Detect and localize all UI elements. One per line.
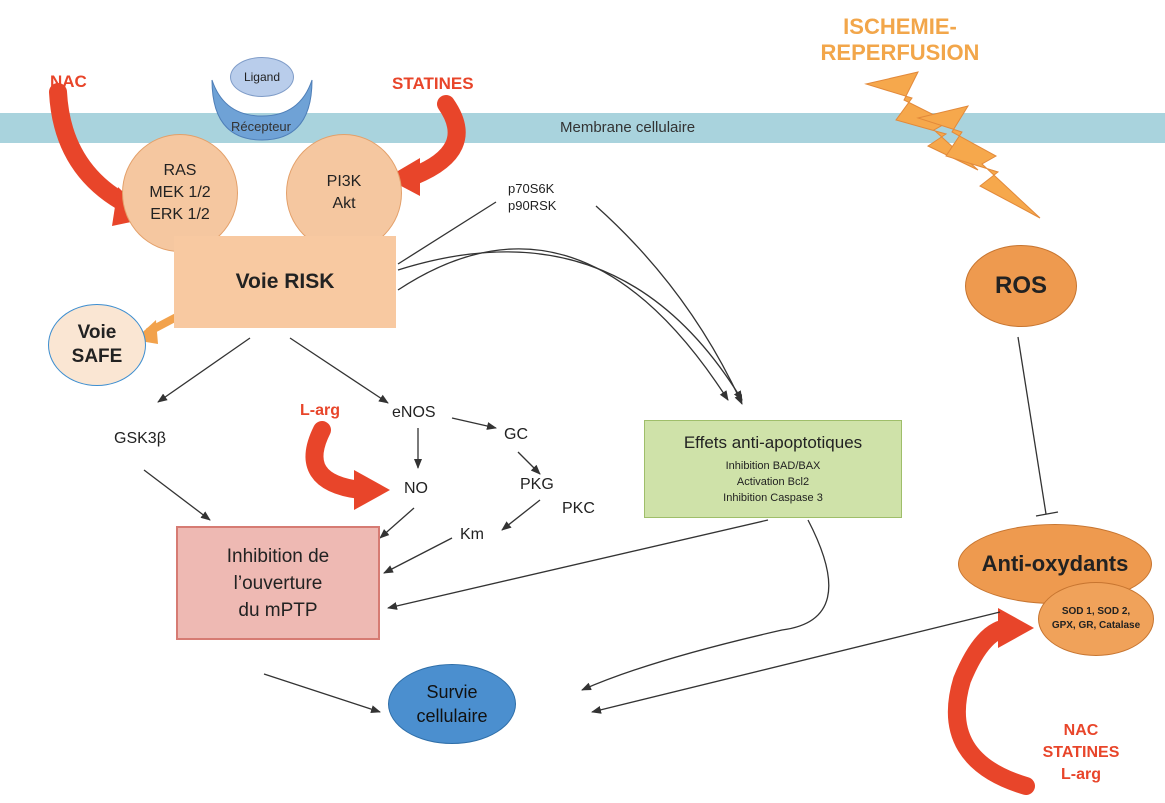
kinases-label: p70S6K p90RSK <box>508 180 556 214</box>
effets-line3: Inhibition Caspase 3 <box>723 491 823 504</box>
mptp-to-survie <box>263 673 381 713</box>
receptor-shape <box>211 79 313 141</box>
km-label: Km <box>460 526 484 543</box>
effets-line1: Inhibition BAD/BAX <box>725 459 821 472</box>
ischemie-line1: ISCHEMIE- <box>843 14 957 39</box>
risk-to-kinases <box>397 201 497 265</box>
effets-to-mptp <box>387 519 769 610</box>
survie-line2: cellulaire <box>416 706 488 726</box>
bottom-larg: L-arg <box>1061 766 1101 783</box>
ischemie-reperfusion-title: ISCHEMIE- REPERFUSION <box>810 14 990 66</box>
km-to-mptp <box>383 537 453 574</box>
voie-risk-label: Voie RISK <box>235 270 335 293</box>
pi3k-label: PI3K <box>326 173 362 190</box>
bottom-red-arrowhead <box>998 608 1034 648</box>
anti-oxydants-label: Anti-oxydants <box>981 551 1129 576</box>
ros-ellipse: ROS <box>965 245 1077 327</box>
enzymes-ellipse: SOD 1, SOD 2, GPX, GR, Catalase <box>1038 582 1154 656</box>
gc-to-pkg <box>517 451 541 475</box>
ligand-label: Ligand <box>243 70 281 84</box>
kinases-to-effets <box>595 205 743 405</box>
mek-label: MEK 1/2 <box>149 184 211 201</box>
pi3k-akt-circle: PI3K Akt <box>286 134 402 252</box>
ros-label: ROS <box>994 272 1047 299</box>
survie-cellulaire-ellipse: Survie cellulaire <box>388 664 516 744</box>
risk-to-effets-1 <box>397 251 743 401</box>
effets-line2: Activation Bcl2 <box>736 475 810 488</box>
enzymes-line1: SOD 1, SOD 2, <box>1061 606 1131 617</box>
larg-red-arrowhead <box>354 470 390 510</box>
statines-red-arrowhead <box>386 158 420 196</box>
no-label: NO <box>404 480 428 497</box>
lightning-bolt-1 <box>864 71 979 171</box>
p90rsk-label: p90RSK <box>508 198 557 213</box>
mptp-line3: du mPTP <box>238 599 318 621</box>
antiox-to-survie <box>591 611 1001 714</box>
effets-anti-apoptotiques-box: Effets anti-apoptotiques Inhibition BAD/… <box>644 420 902 518</box>
ischemie-line2: REPERFUSION <box>820 40 980 65</box>
pkc-label: PKC <box>562 500 595 517</box>
ras-label: RAS <box>163 162 197 179</box>
statines-red-arrow <box>405 95 466 185</box>
bottom-drugs-label: NAC STATINES L-arg <box>1036 720 1126 786</box>
larg-red-arrow <box>305 421 369 499</box>
voie-risk-box: Voie RISK <box>174 236 396 328</box>
statines-label: STATINES <box>392 74 474 93</box>
no-to-mptp <box>379 507 415 539</box>
ras-mek-erk-circle: RAS MEK 1/2 ERK 1/2 <box>122 134 238 252</box>
pkg-to-km <box>501 499 541 531</box>
effets-title: Effets anti-apoptotiques <box>683 432 863 452</box>
effets-to-survie <box>581 519 830 691</box>
lightning-bolt-2 <box>916 105 1041 219</box>
risk-to-gsk <box>157 337 251 403</box>
inhibition-bar <box>1035 511 1059 517</box>
ligand: Ligand <box>230 57 294 97</box>
erk-label: ERK 1/2 <box>150 206 210 223</box>
gc-label: GC <box>504 426 528 443</box>
anti-oxydants-ellipse: Anti-oxydants <box>958 524 1152 604</box>
nac-red-arrow <box>49 83 137 214</box>
membrane-label: Membrane cellulaire <box>560 119 696 136</box>
p70s6k-label: p70S6K <box>508 181 555 196</box>
voie-safe-ellipse: Voie SAFE <box>48 304 146 386</box>
risk-to-enos <box>289 337 389 404</box>
mptp-line2: l’ouverture <box>233 572 323 594</box>
gsk3b-label: GSK3β <box>114 430 166 447</box>
risk-to-effets-2 <box>397 248 729 401</box>
bottom-statines: STATINES <box>1042 744 1120 761</box>
nac-label: NAC <box>50 72 87 91</box>
pkg-label: PKG <box>520 476 554 493</box>
voie-safe-line2: SAFE <box>71 346 123 367</box>
larg-label: L-arg <box>300 402 340 419</box>
ros-inhibits-antiox <box>1017 336 1047 515</box>
bottom-red-arrow <box>947 619 1035 795</box>
survie-line1: Survie <box>426 682 478 702</box>
bottom-nac: NAC <box>1063 722 1099 739</box>
enos-to-gc <box>451 417 497 430</box>
enzymes-line2: GPX, GR, Catalase <box>1051 620 1141 631</box>
enos-label: eNOS <box>392 404 436 421</box>
recepteur-label: Récepteur <box>231 119 291 134</box>
mptp-inhibition-box: Inhibition de l’ouverture du mPTP <box>176 526 380 640</box>
gsk-to-mptp <box>143 469 211 521</box>
akt-label: Akt <box>332 195 356 212</box>
voie-safe-line1: Voie <box>77 322 117 343</box>
mptp-line1: Inhibition de <box>226 545 330 567</box>
